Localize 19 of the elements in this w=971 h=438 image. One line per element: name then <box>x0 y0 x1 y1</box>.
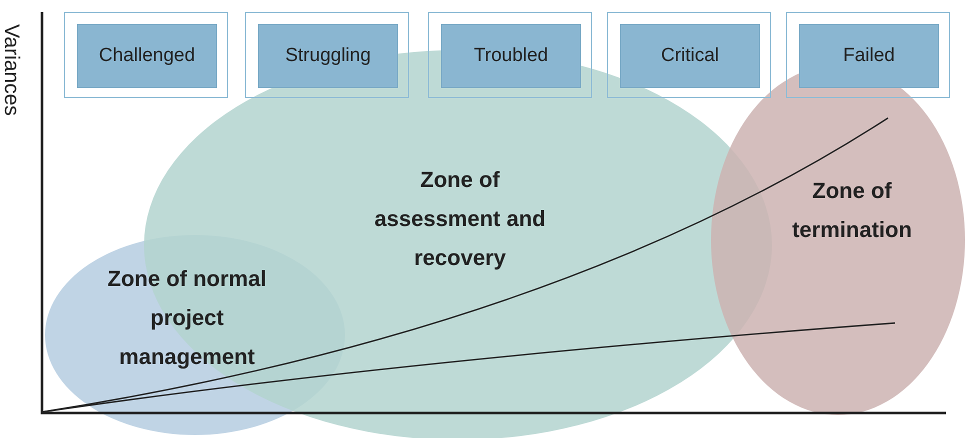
zone-label: Zone of normal project management <box>106 265 268 371</box>
state-frame <box>786 12 950 98</box>
state-box <box>620 24 760 88</box>
state-label: Struggling <box>284 45 372 67</box>
axis-label: Variances <box>0 23 23 118</box>
state-box <box>441 24 581 88</box>
state-box <box>77 24 217 88</box>
state-frame <box>607 12 771 98</box>
state-label: Troubled <box>472 45 550 67</box>
zone-label: Zone of termination <box>791 177 913 244</box>
state-label: Critical <box>660 45 720 67</box>
state-frame <box>245 12 409 98</box>
state-box <box>799 24 939 88</box>
state-frame <box>428 12 592 98</box>
state-label: Failed <box>842 45 896 67</box>
state-label: Challenged <box>98 45 196 67</box>
state-frame <box>64 12 228 98</box>
state-box <box>258 24 398 88</box>
zone-label: Zone of assessment and recovery <box>373 166 547 272</box>
